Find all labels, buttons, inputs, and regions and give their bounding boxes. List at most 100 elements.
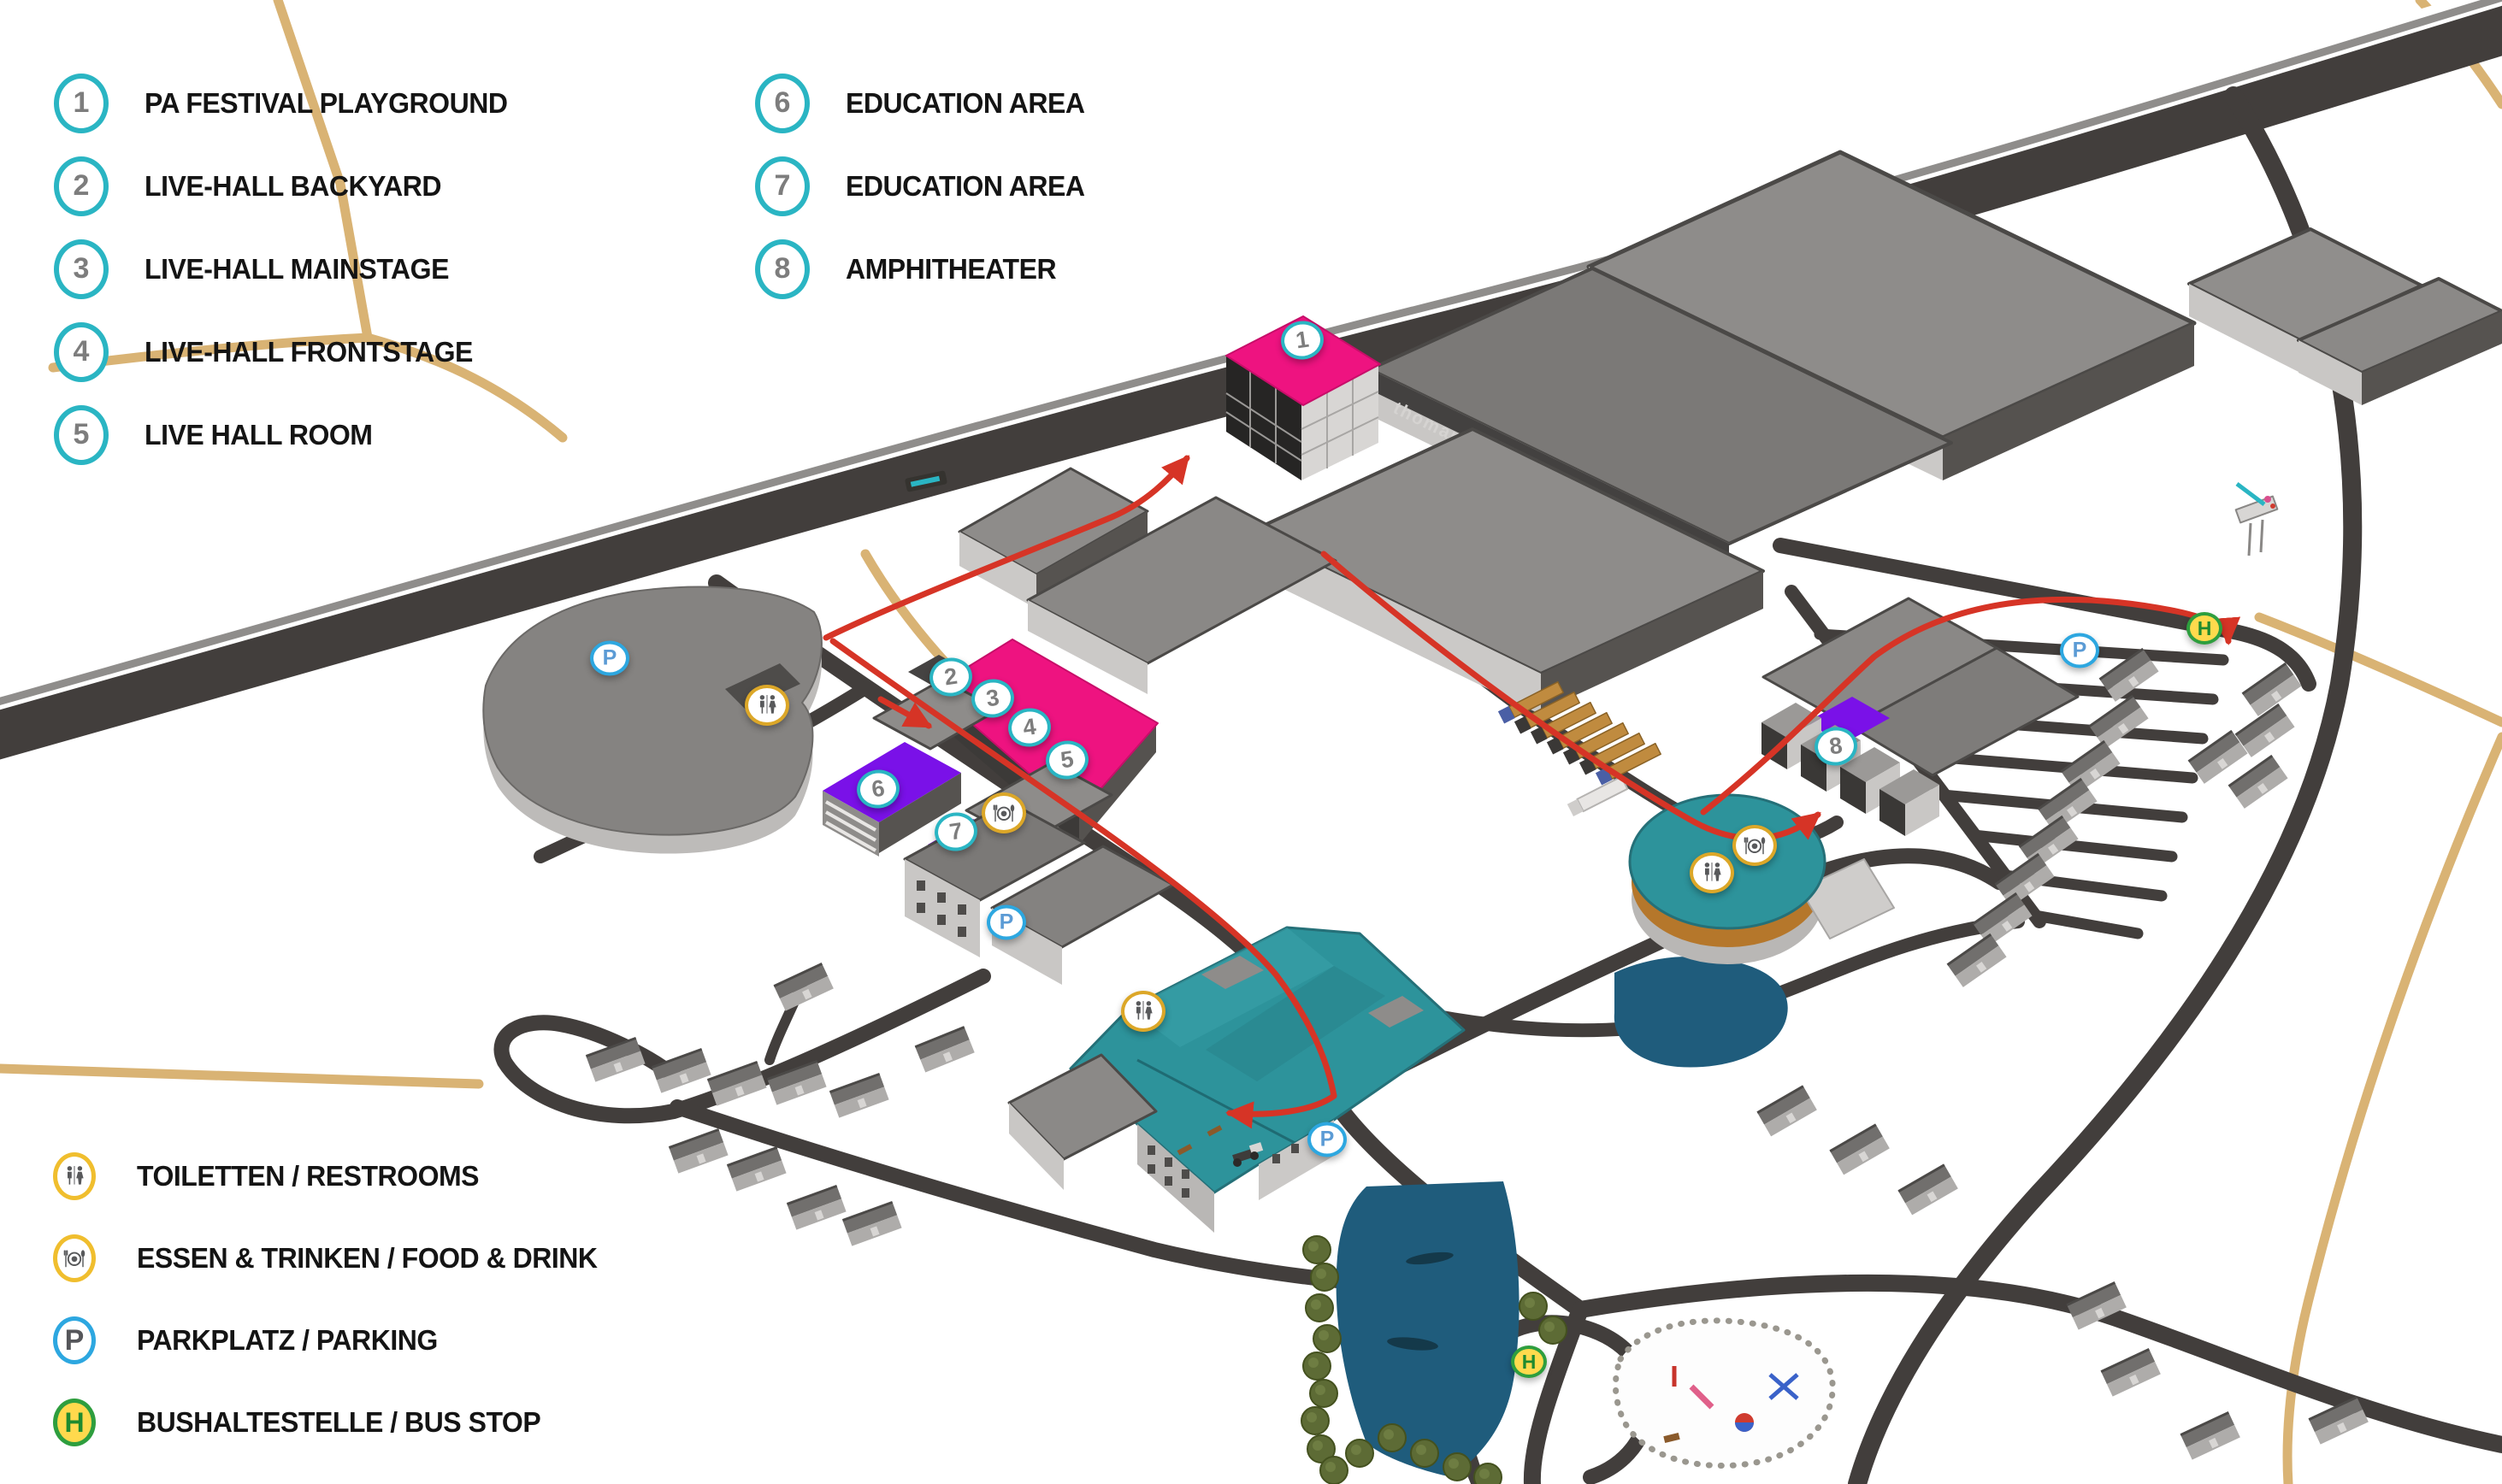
restroom-icon bbox=[67, 1166, 84, 1185]
area-number-badge: 4 bbox=[54, 321, 109, 382]
legend-areas-left: 1 PA FESTIVAL PLAYGROUND 2 LIVE-HALL BACKYA… bbox=[54, 62, 519, 476]
house bbox=[1972, 892, 2033, 946]
legend-service-item-restroom: TOILETTEN / RESTROOMS bbox=[53, 1135, 611, 1217]
area-label: EDUCATION AREA bbox=[846, 86, 1085, 119]
food-icon bbox=[63, 1250, 86, 1268]
truck bbox=[1546, 711, 1613, 755]
area-label: PA FESTIVAL PLAYGROUND bbox=[145, 86, 508, 119]
buildings: thomann bbox=[482, 150, 2502, 1460]
tree bbox=[1473, 1463, 1502, 1484]
legend-area-item-3: 3 LIVE-HALL MAINSTAGE bbox=[54, 227, 519, 310]
house bbox=[2100, 1348, 2161, 1397]
house bbox=[706, 1060, 767, 1106]
food-icon bbox=[53, 1234, 96, 1282]
house bbox=[1946, 933, 2007, 987]
tree bbox=[1302, 1235, 1331, 1264]
house bbox=[1829, 1123, 1890, 1175]
truck bbox=[1530, 701, 1596, 745]
house bbox=[2234, 703, 2295, 757]
tree bbox=[1345, 1439, 1374, 1468]
house bbox=[2066, 1281, 2127, 1330]
legend-area-item-6: 6 EDUCATION AREA bbox=[755, 62, 1092, 144]
village-houses bbox=[585, 647, 2369, 1460]
house bbox=[726, 1145, 787, 1192]
legend-service-item-bus: H BUSHALTESTELLE / BUS STOP bbox=[53, 1381, 611, 1463]
area-label: EDUCATION AREA bbox=[846, 169, 1085, 202]
house bbox=[2228, 754, 2288, 809]
tree bbox=[1410, 1439, 1439, 1468]
area-label: LIVE HALL ROOM bbox=[145, 418, 373, 450]
area-label: LIVE-HALL FRONTSTAGE bbox=[145, 335, 473, 368]
legend-area-item-7: 7 EDUCATION AREA bbox=[755, 144, 1092, 227]
legend-area-item-8: 8 AMPHITHEATER bbox=[755, 227, 1092, 310]
parking-garage bbox=[482, 586, 823, 854]
house bbox=[829, 1072, 889, 1118]
area-number-badge: 7 bbox=[755, 156, 810, 216]
trees bbox=[1301, 1235, 1567, 1484]
tree bbox=[1378, 1423, 1407, 1452]
whale-silhouette bbox=[1387, 1337, 1438, 1351]
area-number-badge: 1 bbox=[54, 73, 109, 133]
service-label: PARKPLATZ / PARKING bbox=[137, 1324, 438, 1356]
tree bbox=[1302, 1352, 1331, 1381]
parking-icon: P bbox=[53, 1316, 96, 1364]
whale-silhouette bbox=[1406, 1251, 1454, 1265]
legend-area-item-4: 4 LIVE-HALL FRONTSTAGE bbox=[54, 310, 519, 393]
house bbox=[2308, 1396, 2369, 1445]
service-label: BUSHALTESTELLE / BUS STOP bbox=[137, 1406, 541, 1438]
entrance-sign bbox=[2234, 482, 2279, 556]
truck bbox=[1562, 721, 1629, 765]
house bbox=[2180, 1411, 2240, 1460]
area-number-badge: 5 bbox=[54, 404, 109, 465]
horse-carriage bbox=[1232, 1142, 1264, 1167]
house bbox=[1897, 1163, 1958, 1216]
tree bbox=[1319, 1456, 1348, 1484]
area-number-badge: 6 bbox=[755, 73, 810, 133]
house bbox=[651, 1047, 711, 1093]
house bbox=[1756, 1085, 1817, 1137]
house bbox=[2187, 729, 2248, 784]
tree bbox=[1313, 1324, 1342, 1353]
house bbox=[668, 1128, 729, 1174]
house bbox=[766, 1059, 827, 1105]
area-number-badge: 3 bbox=[54, 238, 109, 299]
bus-stop-icon: H bbox=[53, 1399, 96, 1446]
service-label: TOILETTEN / RESTROOMS bbox=[137, 1160, 480, 1192]
tree bbox=[1301, 1406, 1330, 1435]
tree bbox=[1310, 1263, 1339, 1292]
area-label: LIVE-HALL BACKYARD bbox=[145, 169, 441, 202]
house bbox=[2098, 647, 2159, 702]
house bbox=[914, 1026, 975, 1073]
area-number-badge: 8 bbox=[755, 238, 810, 299]
house bbox=[773, 963, 834, 1011]
bench bbox=[1207, 1125, 1223, 1137]
legend-services: TOILETTEN / RESTROOMS ESSEN & TRINKEN / F… bbox=[53, 1135, 611, 1463]
bus bbox=[905, 470, 947, 492]
area-label: AMPHITHEATER bbox=[846, 252, 1057, 285]
house bbox=[841, 1200, 902, 1246]
legend-service-item-parking: P PARKPLATZ / PARKING bbox=[53, 1299, 611, 1381]
pond bbox=[1614, 956, 1788, 1068]
main-store-complex bbox=[1007, 926, 1466, 1233]
lake bbox=[1336, 1181, 1519, 1477]
legend-area-item-2: 2 LIVE-HALL BACKYARD bbox=[54, 144, 519, 227]
house bbox=[585, 1036, 646, 1082]
tree bbox=[1309, 1379, 1338, 1408]
legend-area-item-5: 5 LIVE HALL ROOM bbox=[54, 393, 519, 476]
logistics-halls: thomann bbox=[958, 150, 2502, 715]
service-label: ESSEN & TRINKEN / FOOD & DRINK bbox=[137, 1242, 598, 1274]
highway bbox=[0, 0, 2502, 760]
restroom-icon bbox=[53, 1152, 96, 1200]
tree bbox=[1307, 1434, 1336, 1463]
tree bbox=[1538, 1316, 1567, 1345]
house bbox=[2088, 694, 2149, 749]
area-number-badge: 2 bbox=[54, 156, 109, 216]
round-tower bbox=[1628, 793, 1895, 964]
tree bbox=[1443, 1452, 1472, 1481]
area-label: LIVE-HALL MAINSTAGE bbox=[145, 252, 449, 285]
house bbox=[786, 1184, 847, 1230]
tree bbox=[1519, 1292, 1548, 1321]
